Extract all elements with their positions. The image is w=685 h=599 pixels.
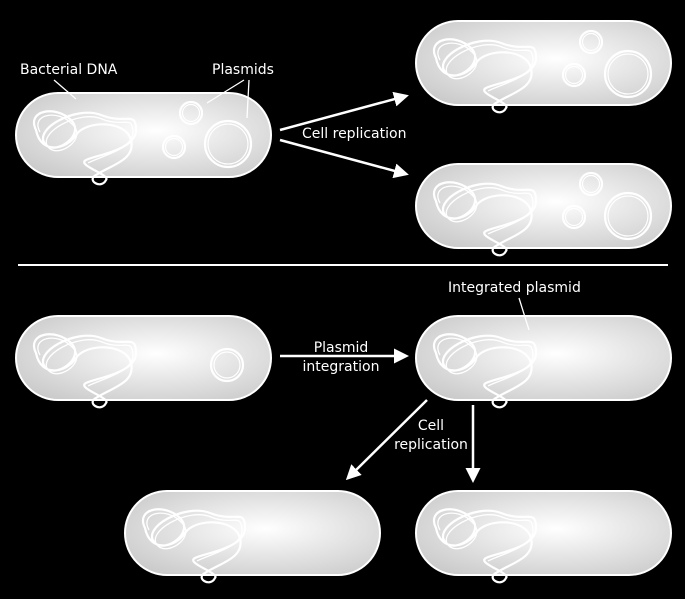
label-replication: replication [394,437,468,453]
parent-cell-top [16,93,271,184]
arrow-down-right [280,140,406,174]
daughter-cell-bottom-2 [416,491,671,582]
label-plasmids: Plasmids [212,62,274,78]
label-cell: Cell [418,418,444,434]
label-bacterial-dna: Bacterial DNA [20,62,118,78]
label-integrated-plasmid: Integrated plasmid [448,280,581,296]
label-integration: integration [303,359,380,375]
label-cell-replication-top: Cell replication [302,126,406,142]
daughter-cell-top-1 [416,21,671,112]
daughter-cell-top-2 [416,164,671,255]
label-plasmid: Plasmid [314,340,369,356]
cell-integrated [416,316,671,407]
cell-before-integration [16,316,271,407]
daughter-cell-bottom-1 [125,491,380,582]
arrow-up-right [280,96,406,130]
